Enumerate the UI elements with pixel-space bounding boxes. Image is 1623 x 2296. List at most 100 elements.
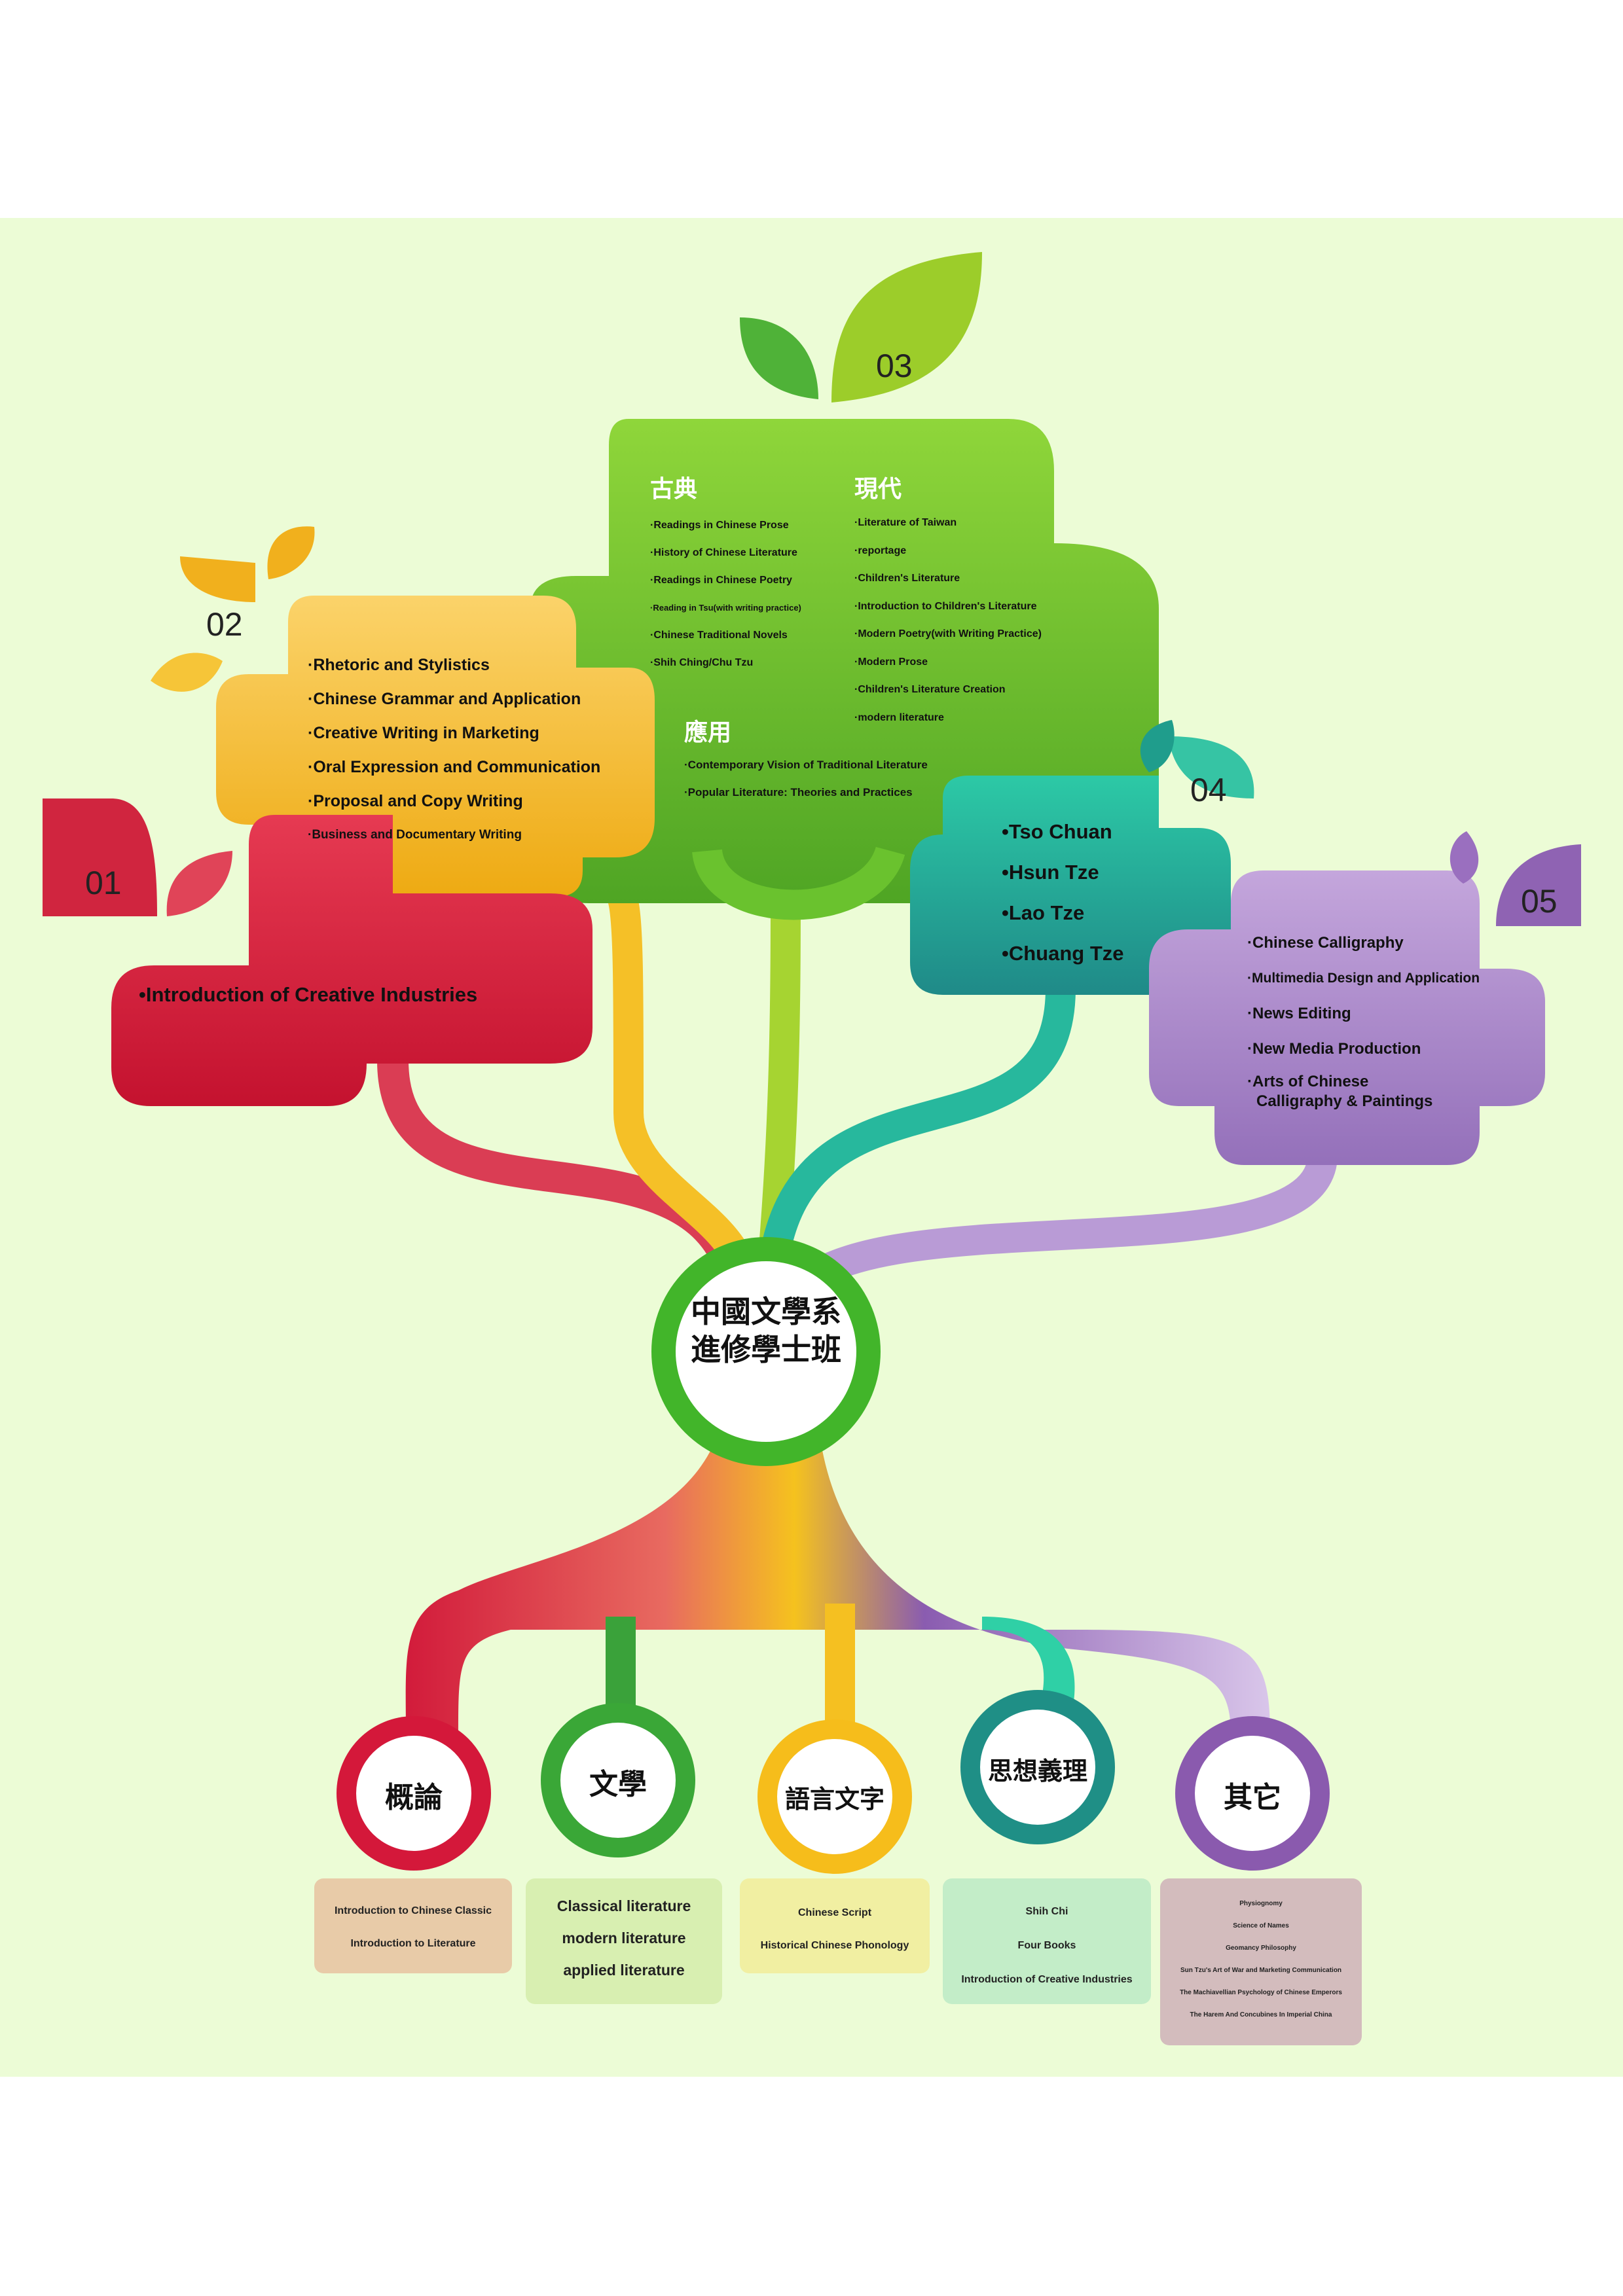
category-label: 思想義理 (987, 1757, 1087, 1785)
list-item: Historical Chinese Phonology (760, 1940, 909, 1951)
category-inner-4 (980, 1710, 1095, 1825)
leaf-02-c (151, 653, 223, 692)
list-item: ·History of Chinese Literature (650, 547, 797, 558)
leaf-01-right (166, 851, 232, 916)
category-inner-2 (560, 1723, 676, 1838)
center-title-line1: 中國文學系 (691, 1294, 841, 1329)
list-item: ·Business and Documentary Writing (308, 828, 522, 842)
list-item: Geomancy Philosophy (1226, 1945, 1296, 1952)
course-box-bg-4 (943, 1878, 1151, 2004)
list-item: ·Oral Expression and Communication (308, 758, 601, 776)
list-item: Introduction to Chinese Classic (334, 1905, 492, 1916)
classical-heading: 古典 (650, 476, 698, 503)
classical-course-list: ·Readings in Chinese Prose ·History of C… (650, 512, 801, 677)
cluster-01-box (111, 815, 593, 1106)
branch-05 (780, 1151, 1338, 1306)
list-item: Sun Tzu's Art of War and Marketing Commu… (1180, 1967, 1342, 1974)
list-item: Chinese Script (797, 1907, 872, 1918)
modern-course-list: ·Literature of Taiwan ·reportage ·Childr… (854, 509, 1042, 732)
list-item: The Machiavellian Psychology of Chinese … (1180, 1989, 1342, 1996)
list-item: •Hsun Tze (1002, 861, 1099, 884)
leaf-04-right (1169, 736, 1254, 798)
list-item: ·Children's Literature Creation (854, 684, 1006, 695)
course-list-5: Physiognomy Science of Names Geomancy Ph… (1160, 1893, 1362, 2026)
category-inner-3 (777, 1739, 892, 1854)
list-item: •Tso Chuan (1002, 820, 1112, 843)
branch-number-01: 01 (85, 865, 122, 901)
list-item: applied literature (563, 1962, 685, 1979)
course-box-bg-3 (740, 1878, 930, 1973)
category-label: 其它 (1224, 1781, 1281, 1814)
modern-heading: 現代 (854, 476, 902, 503)
list-item: ·Readings in Chinese Poetry (650, 575, 792, 586)
list-item: ·reportage (854, 545, 907, 556)
list-item: ·Chinese Traditional Novels (650, 630, 788, 641)
list-item: ·Modern Prose (854, 656, 928, 668)
branch-number-04: 04 (1190, 772, 1227, 808)
leaf-01-left (43, 798, 157, 916)
list-item: Calligraphy & Paintings (1256, 1092, 1433, 1110)
branch-number-02: 02 (206, 606, 243, 643)
list-item: ·Children's Literature (854, 573, 960, 584)
branch-01-list: •Introduction of Creative Industries (139, 980, 477, 1009)
course-list-3: Chinese Script Historical Chinese Phonol… (740, 1897, 930, 1962)
cluster-03-stem (692, 846, 905, 920)
list-item: ·New Media Production (1247, 1040, 1421, 1058)
list-item: The Harem And Concubines In Imperial Chi… (1190, 2011, 1332, 2018)
leaf-02-b (267, 526, 315, 579)
leaf-05-left (1450, 831, 1479, 884)
branch-number-03: 03 (876, 348, 913, 384)
course-list-1: Introduction to Chinese Classic Introduc… (314, 1895, 512, 1960)
leaf-03-right (831, 252, 982, 403)
list-item: modern literature (562, 1929, 686, 1946)
category-label: 語言文字 (784, 1785, 884, 1814)
applied-course-list: ·Contemporary Vision of Traditional Lite… (684, 751, 928, 806)
list-item: Physiognomy (1239, 1900, 1283, 1907)
list-item: •Chuang Tze (1002, 942, 1124, 965)
list-item: ·Shih Ching/Chu Tzu (650, 657, 754, 668)
list-item: ·Contemporary Vision of Traditional Lite… (684, 759, 928, 771)
course-box-bg-2 (526, 1878, 722, 2004)
branch-04-list: •Tso Chuan •Hsun Tze •Lao Tze •Chuang Tz… (1002, 812, 1124, 974)
leaf-04-left (1140, 720, 1175, 772)
list-item: Four Books (1017, 1940, 1076, 1951)
list-item: ·Proposal and Copy Writing (308, 792, 523, 810)
list-item: ·Creative Writing in Marketing (308, 724, 539, 742)
category-inner-5 (1195, 1736, 1310, 1851)
list-item: •Lao Tze (1002, 901, 1085, 924)
root-stem-language (825, 1604, 855, 1734)
category-label: 概論 (385, 1781, 443, 1814)
category-label: 文學 (589, 1768, 647, 1801)
list-item: ·Multimedia Design and Application (1247, 971, 1480, 986)
branch-01 (377, 1060, 749, 1282)
list-item: ·Modern Poetry(with Writing Practice) (854, 628, 1042, 639)
list-item: ·Chinese Calligraphy (1247, 934, 1404, 952)
leaf-02-a (180, 556, 255, 602)
list-item: ·Arts of Chinese (1247, 1073, 1369, 1090)
list-item: Science of Names (1233, 1922, 1289, 1929)
list-item: ·News Editing (1247, 1005, 1351, 1022)
list-item: ·Readings in Chinese Prose (650, 520, 789, 531)
branch-05-list: ·Chinese Calligraphy ·Multimedia Design … (1247, 925, 1480, 1111)
list-item: ·Introduction to Children's Literature (854, 600, 1037, 612)
list-item: ·Rhetoric and Stylistics (308, 656, 490, 674)
leaf-03-left (740, 317, 818, 399)
list-item: Introduction to Literature (350, 1938, 476, 1949)
list-item: Shih Chi (1025, 1906, 1068, 1917)
list-item: Classical literature (556, 1897, 691, 1914)
root-fan (405, 1427, 1270, 1734)
course-box-bg-1 (314, 1878, 512, 1973)
branch-04 (757, 988, 1076, 1272)
branch-02-list: ·Rhetoric and Stylistics ·Chinese Gramma… (308, 648, 600, 852)
branch-number-05: 05 (1521, 883, 1558, 920)
list-item: ·modern literature (854, 711, 944, 723)
root-stem-thought (982, 1617, 1075, 1702)
course-list-4: Shih Chi Four Books Introduction of Crea… (943, 1895, 1151, 1997)
list-item: •Introduction of Creative Industries (139, 983, 478, 1006)
category-inner-1 (356, 1736, 471, 1851)
course-box-bg-5 (1160, 1878, 1362, 2045)
list-item: ·Reading in Tsu(with writing practice) (650, 603, 801, 613)
center-node-inner (676, 1261, 856, 1442)
list-item: ·Popular Literature: Theories and Practi… (684, 786, 913, 798)
